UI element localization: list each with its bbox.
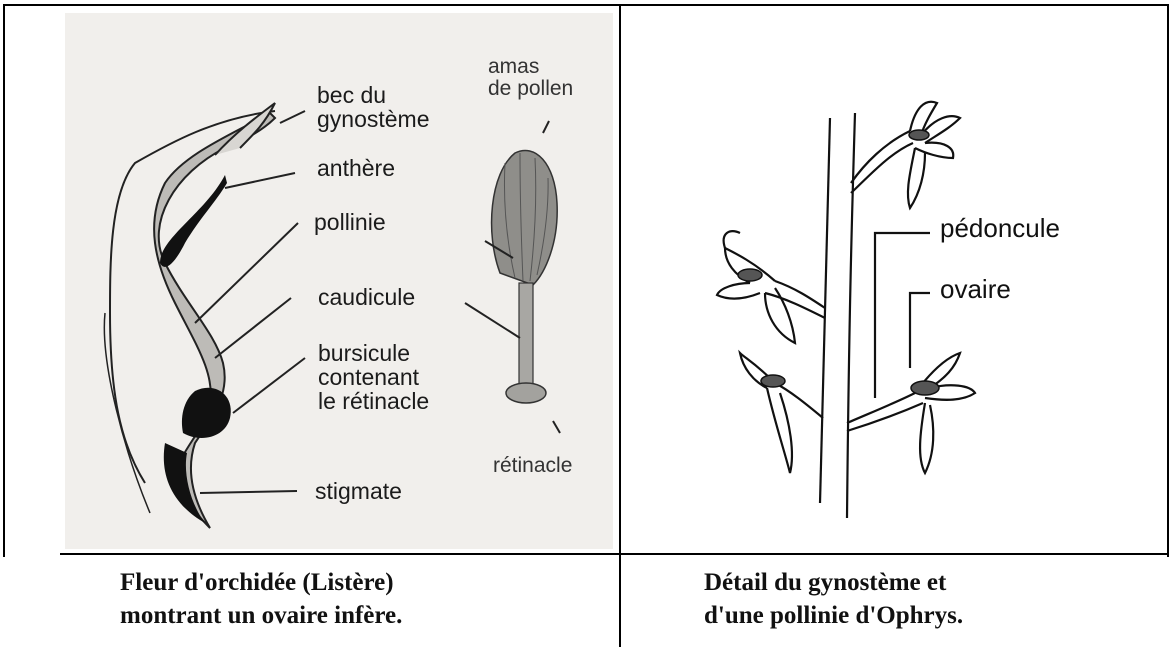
caption-left-line2: montrant un ovaire infère. (120, 599, 402, 632)
ophrys-detail-diagram: pédoncule ovaire (625, 13, 1145, 549)
border-top (3, 4, 1169, 6)
label-pedoncule: pédoncule (940, 216, 1060, 240)
label-anthere: anthère (317, 156, 395, 180)
label-retinacle: rétinacle (493, 455, 572, 477)
label-amas-de-pollen: amas de pollen (488, 56, 573, 100)
label-stigmate: stigmate (315, 479, 402, 503)
label-caudicule: caudicule (318, 285, 415, 309)
orchid-flower-diagram: bec du gynostème amas de pollen anthère … (65, 13, 613, 549)
border-row (60, 553, 1169, 555)
label-bursicule: bursicule contenant le rétinacle (318, 341, 429, 413)
caption-left-line1: Fleur d'orchidée (Listère) (120, 566, 394, 599)
border-right (1167, 4, 1169, 557)
label-pollinie: pollinie (314, 210, 386, 234)
caption-right-line1: Détail du gynostème et (704, 566, 946, 599)
border-left (3, 4, 5, 557)
label-ovaire: ovaire (940, 277, 1011, 301)
ophrys-stem-illustration (625, 13, 1145, 549)
label-bec-du-gynosteme: bec du gynostème (317, 83, 430, 131)
border-middle (619, 4, 621, 647)
caption-right-line2: d'une pollinie d'Ophrys. (704, 599, 963, 632)
